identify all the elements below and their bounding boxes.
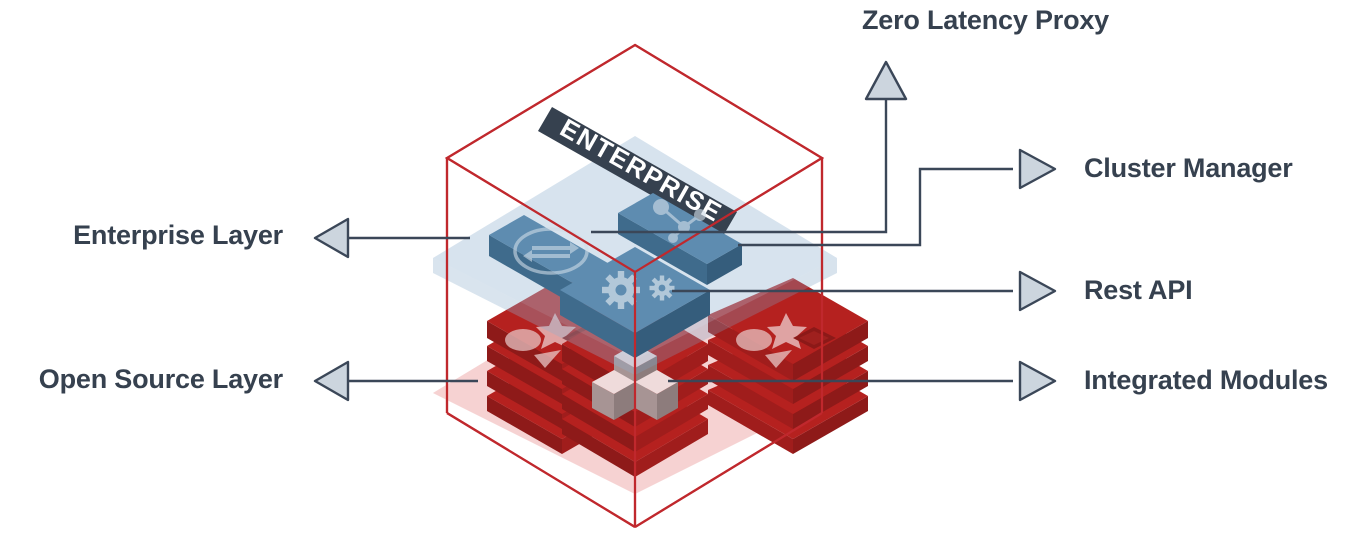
arrow-cluster-manager	[1018, 148, 1057, 190]
label-rest-api: Rest API	[1084, 275, 1193, 305]
connector-lines	[343, 100, 1013, 383]
connector-cluster-manager	[738, 167, 1013, 247]
arrow-integrated-modules	[1018, 360, 1057, 402]
label-cluster-manager: Cluster Manager	[1084, 153, 1293, 183]
label-enterprise-layer: Enterprise Layer	[73, 220, 283, 250]
rest-api-tile	[560, 247, 710, 358]
arrow-open-source-layer	[313, 360, 350, 402]
connector-zero-latency-proxy	[591, 100, 888, 234]
arrow-enterprise-layer	[313, 217, 350, 259]
arrow-rest-api	[1018, 270, 1057, 312]
network-nodes-icon	[653, 199, 706, 243]
label-integrated-modules: Integrated Modules	[1084, 365, 1328, 395]
open-source-right-stack	[708, 278, 868, 454]
label-open-source-layer: Open Source Layer	[38, 364, 283, 394]
gears-icon	[602, 271, 675, 309]
callout-arrows	[313, 60, 1057, 402]
integrated-modules-cubes	[592, 344, 678, 420]
cube-wireframe-front	[444, 43, 825, 528]
label-zero-latency-proxy: Zero Latency Proxy	[862, 5, 1109, 35]
redis-shapes-icon	[736, 313, 836, 368]
arrow-zero-latency-proxy	[864, 60, 908, 101]
bidirectional-arrows-icon	[513, 227, 589, 275]
